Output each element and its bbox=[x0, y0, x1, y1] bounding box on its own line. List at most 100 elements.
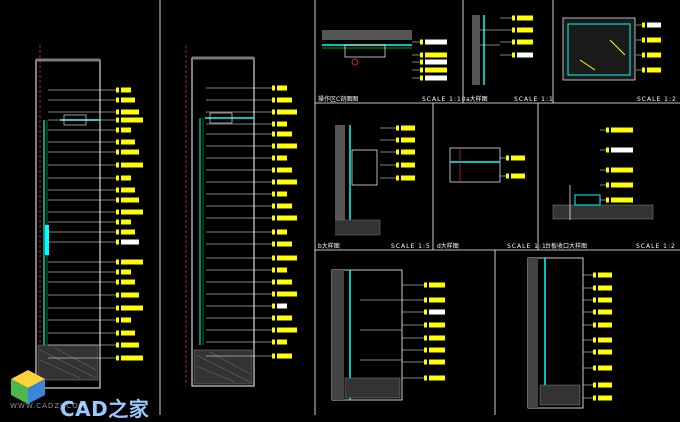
annotation-tag bbox=[121, 259, 143, 265]
annotation-tag bbox=[121, 219, 131, 225]
view-title-detail-d: d大样图 bbox=[437, 243, 459, 250]
detail-edge-drawing bbox=[552, 185, 654, 220]
annotation-tag bbox=[277, 203, 292, 209]
annotation-marker bbox=[424, 322, 427, 328]
annotation-tag bbox=[401, 162, 415, 168]
annotation-marker bbox=[420, 39, 423, 45]
annotation-marker bbox=[420, 67, 423, 73]
annotation-tag bbox=[121, 239, 139, 245]
annotation-tag bbox=[277, 353, 292, 359]
annotation-marker bbox=[272, 267, 275, 273]
annotation-tag bbox=[611, 147, 633, 153]
annotation-marker bbox=[396, 175, 399, 181]
section-c-drawing bbox=[322, 30, 412, 66]
elevation-1 bbox=[35, 45, 101, 389]
annotation-tag bbox=[121, 305, 143, 311]
annotation-tag bbox=[121, 117, 143, 123]
annotation-tag bbox=[277, 267, 287, 273]
annotation-tag bbox=[429, 375, 445, 381]
annotation-marker bbox=[593, 297, 596, 303]
annotation-marker bbox=[512, 52, 515, 58]
annotation-tag bbox=[121, 342, 139, 348]
annotation-marker bbox=[512, 27, 515, 33]
view-scale-detail-edge: SCALE 1:2 bbox=[636, 243, 676, 250]
annotation-marker bbox=[593, 349, 596, 355]
annotation-marker bbox=[116, 305, 119, 311]
annotation-tag bbox=[598, 297, 612, 303]
annotation-tag bbox=[121, 87, 131, 93]
annotation-marker bbox=[116, 127, 119, 133]
annotation-tag bbox=[517, 27, 533, 33]
annotation-tag bbox=[277, 327, 297, 333]
annotation-tag bbox=[429, 297, 445, 303]
view-scale-detail-top-right: SCALE 1:2 bbox=[637, 96, 677, 103]
annotation-tag bbox=[429, 335, 445, 341]
annotation-tag bbox=[429, 282, 445, 288]
view-title-detail-a: a大样图 bbox=[466, 96, 488, 103]
annotation-marker bbox=[116, 209, 119, 215]
annotation-tag bbox=[517, 52, 533, 58]
annotation-marker bbox=[272, 339, 275, 345]
annotation-tag bbox=[277, 121, 287, 127]
annotation-marker bbox=[593, 365, 596, 371]
view-title-section-c: 操作区C剖面图 bbox=[318, 96, 359, 103]
annotation-marker bbox=[424, 297, 427, 303]
annotation-tag bbox=[277, 179, 297, 185]
annotation-tag bbox=[598, 365, 612, 371]
annotation-marker bbox=[116, 197, 119, 203]
annotation-tag bbox=[121, 229, 135, 235]
annotation-marker bbox=[642, 67, 645, 73]
annotation-marker bbox=[593, 337, 596, 343]
annotation-marker bbox=[272, 229, 275, 235]
annotation-marker bbox=[272, 121, 275, 127]
annotation-tag bbox=[277, 131, 292, 137]
annotation-marker bbox=[272, 191, 275, 197]
annotation-marker bbox=[116, 175, 119, 181]
annotation-marker bbox=[512, 39, 515, 45]
annotation-marker bbox=[593, 382, 596, 388]
annotation-marker bbox=[606, 147, 609, 153]
annotation-marker bbox=[593, 272, 596, 278]
annotation-tag bbox=[121, 279, 135, 285]
annotation-marker bbox=[116, 355, 119, 361]
annotation-marker bbox=[116, 342, 119, 348]
annotation-marker bbox=[642, 52, 645, 58]
annotation-tag bbox=[401, 137, 415, 143]
annotation-marker bbox=[116, 317, 119, 323]
annotation-tag bbox=[121, 330, 135, 336]
watermark-url: WWW.CADZJ.COM bbox=[10, 402, 86, 410]
annotation-tag bbox=[121, 197, 139, 203]
annotation-marker bbox=[420, 59, 423, 65]
annotation-marker bbox=[272, 97, 275, 103]
annotation-marker bbox=[272, 315, 275, 321]
annotation-marker bbox=[424, 359, 427, 365]
annotation-tag bbox=[598, 322, 612, 328]
annotation-tag bbox=[647, 67, 661, 73]
view-title-detail-b: b大样图 bbox=[318, 243, 340, 250]
annotation-marker bbox=[593, 395, 596, 401]
annotation-marker bbox=[424, 335, 427, 341]
annotation-tag bbox=[277, 97, 292, 103]
annotation-tag bbox=[425, 52, 447, 58]
annotation-tag bbox=[429, 347, 445, 353]
annotation-tag bbox=[121, 187, 135, 193]
annotation-marker bbox=[272, 85, 275, 91]
annotation-marker bbox=[116, 187, 119, 193]
annotation-tag bbox=[401, 175, 415, 181]
detail-b-drawing bbox=[335, 125, 381, 236]
annotation-marker bbox=[116, 149, 119, 155]
annotation-marker bbox=[420, 75, 423, 81]
annotation-tag bbox=[611, 167, 633, 173]
bottom-detail-2 bbox=[527, 257, 584, 409]
detail-top-right-drawing bbox=[562, 17, 636, 81]
annotation-tag bbox=[277, 339, 287, 345]
annotation-marker bbox=[606, 167, 609, 173]
annotation-marker bbox=[424, 282, 427, 288]
annotation-tag bbox=[517, 39, 533, 45]
annotation-marker bbox=[593, 322, 596, 328]
annotation-tag bbox=[277, 315, 292, 321]
annotation-tag bbox=[598, 382, 612, 388]
annotation-marker bbox=[606, 127, 609, 133]
annotation-marker bbox=[424, 375, 427, 381]
annotation-marker bbox=[272, 167, 275, 173]
